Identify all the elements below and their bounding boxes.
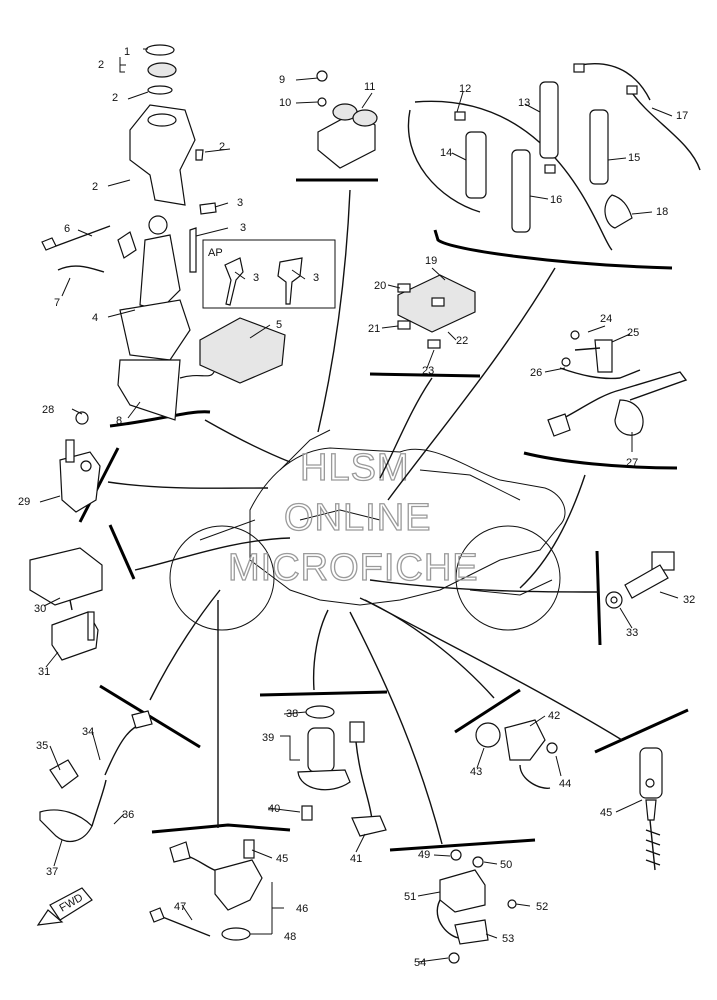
callout-21: 4 bbox=[92, 312, 98, 324]
fwd-arrow: FWD bbox=[36, 887, 93, 926]
callout-13: 41 bbox=[350, 853, 362, 865]
callout-50: 27 bbox=[626, 457, 638, 469]
callout-17: 30 bbox=[34, 603, 46, 615]
watermark: HLSM ONLINE MICROFICHE bbox=[227, 446, 479, 589]
callout-33: 6 bbox=[64, 223, 70, 235]
callout-42: 49 bbox=[418, 849, 430, 861]
hose-36-47 bbox=[316, 70, 378, 169]
callout-4: 12 bbox=[459, 83, 471, 95]
callout-2c: 22 bbox=[456, 335, 468, 347]
switch-46 bbox=[639, 747, 663, 871]
callout-46: 45 bbox=[600, 807, 612, 819]
callout-18: 46 bbox=[296, 903, 308, 915]
callout-49: 36 bbox=[122, 809, 134, 821]
callout-2d: 23 bbox=[422, 365, 434, 377]
wire-ties-32-33 bbox=[41, 225, 111, 273]
seal-block-25 bbox=[199, 317, 286, 384]
lean-angle-sensor-16 bbox=[59, 411, 101, 513]
relay-41 bbox=[436, 849, 517, 964]
pointer-lines bbox=[107, 189, 623, 845]
callout-22: 3 bbox=[253, 272, 259, 284]
callout-3c: 15 bbox=[628, 152, 640, 164]
callout-34: 28 bbox=[42, 404, 54, 416]
callout-36: 9 bbox=[279, 74, 285, 86]
callout-40: 24 bbox=[600, 313, 612, 325]
sensor-7 bbox=[475, 719, 558, 789]
callout-27: 3 bbox=[237, 197, 243, 209]
callout-37: 35 bbox=[36, 740, 48, 752]
callout-45a: 50 bbox=[500, 859, 512, 871]
sensor-17 bbox=[29, 547, 103, 611]
callout-1: 19 bbox=[425, 255, 437, 267]
callout-6: 17 bbox=[676, 110, 688, 122]
callout-2b: 21 bbox=[368, 323, 380, 335]
callout-51: 26 bbox=[530, 367, 542, 379]
main-switch-assembly bbox=[117, 44, 217, 421]
callout-14: 32 bbox=[683, 594, 695, 606]
ecu-module bbox=[397, 274, 476, 349]
callout-47: 11 bbox=[364, 81, 375, 93]
watermark-line3: MICROFICHE bbox=[228, 547, 479, 589]
callout-23: 3 bbox=[313, 272, 319, 284]
callout-54: 8 bbox=[116, 415, 122, 427]
callout-24: 3 bbox=[240, 222, 246, 234]
callout-45b: 54 bbox=[414, 957, 426, 969]
callout-29: 1 bbox=[124, 46, 130, 58]
callout-39: 25 bbox=[627, 327, 639, 339]
watermark-line1: HLSM bbox=[300, 447, 410, 489]
callout-48: 37 bbox=[46, 866, 58, 878]
callout-28: 2 bbox=[98, 59, 104, 71]
callout-43: 53 bbox=[502, 933, 514, 945]
callout-2a: 20 bbox=[374, 280, 386, 292]
crank-sensor-48 bbox=[39, 710, 153, 843]
sidestand-switch-assembly bbox=[547, 330, 688, 437]
callout-15: 33 bbox=[626, 627, 638, 639]
callout-3a: 13 bbox=[518, 97, 530, 109]
motorcycle-outline bbox=[169, 429, 566, 631]
callout-3b: 14 bbox=[440, 147, 452, 159]
callout-10: 39 bbox=[262, 732, 274, 744]
callout-30: 2 bbox=[112, 92, 118, 104]
watermark-line2: ONLINE bbox=[284, 497, 431, 539]
callout-35: 10 bbox=[279, 97, 291, 109]
callout-26: 2 bbox=[92, 181, 98, 193]
callout-9: 44 bbox=[559, 778, 571, 790]
callout-7: 42 bbox=[548, 710, 560, 722]
callout-8: 43 bbox=[470, 766, 482, 778]
sensor-52 bbox=[51, 611, 99, 661]
temp-sensor-14 bbox=[605, 551, 675, 609]
callout-20: 45 bbox=[276, 853, 288, 865]
ap-label: AP bbox=[208, 247, 223, 259]
fuel-pump-10 bbox=[297, 705, 387, 837]
callouts: 1 2 2 2 2 3 3 3 3 4 5 6 7 8 9 10 11 12 1… bbox=[18, 46, 695, 969]
callout-3d: 16 bbox=[550, 194, 562, 206]
callout-38: 34 bbox=[82, 726, 94, 738]
ap-key-box: AP bbox=[202, 239, 336, 309]
ignition-coils bbox=[407, 63, 701, 251]
callout-5: 18 bbox=[656, 206, 668, 218]
callout-19: 48 bbox=[284, 931, 296, 943]
callout-11: 38 bbox=[286, 708, 298, 720]
callout-25: 5 bbox=[276, 319, 282, 331]
callout-31: 2 bbox=[219, 141, 225, 153]
callout-53: 47 bbox=[174, 901, 186, 913]
speed-sensor-18 bbox=[149, 839, 263, 941]
callout-52: 31 bbox=[38, 666, 50, 678]
callout-44: 52 bbox=[536, 901, 548, 913]
callout-41: 51 bbox=[404, 891, 416, 903]
callout-32: 7 bbox=[54, 297, 60, 309]
callout-16: 29 bbox=[18, 496, 30, 508]
